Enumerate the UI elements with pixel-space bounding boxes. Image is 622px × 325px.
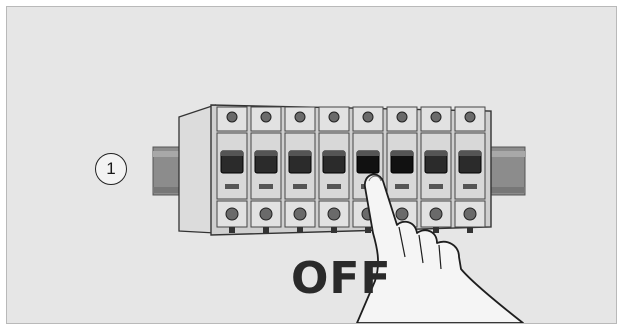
- terminal-screw-icon: [294, 208, 306, 220]
- terminal-screw-icon: [430, 208, 442, 220]
- step-number-badge: 1: [95, 153, 127, 185]
- step-number: 1: [106, 159, 115, 179]
- terminal-screw-icon: [329, 112, 339, 122]
- terminal-screw-icon: [227, 112, 237, 122]
- terminal-screw-icon: [397, 112, 407, 122]
- terminal-screw-icon: [464, 208, 476, 220]
- off-label: OFF: [291, 253, 392, 304]
- circuit-breaker: [421, 107, 451, 233]
- terminal-screw-icon: [396, 208, 408, 220]
- end-stop-left: [179, 105, 215, 233]
- terminal-screw-icon: [431, 112, 441, 122]
- circuit-breaker: [217, 107, 247, 233]
- terminal-screw-icon: [363, 112, 373, 122]
- terminal-screw-icon: [260, 208, 272, 220]
- circuit-breaker: [455, 107, 485, 233]
- figure-frame: 1 OFF: [6, 6, 617, 324]
- terminal-screw-icon: [465, 112, 475, 122]
- terminal-screw-icon: [261, 112, 271, 122]
- circuit-breaker: [319, 107, 349, 233]
- terminal-screw-icon: [328, 208, 340, 220]
- circuit-breaker: [285, 107, 315, 233]
- circuit-breaker: [251, 107, 281, 233]
- terminal-screw-icon: [295, 112, 305, 122]
- terminal-screw-icon: [226, 208, 238, 220]
